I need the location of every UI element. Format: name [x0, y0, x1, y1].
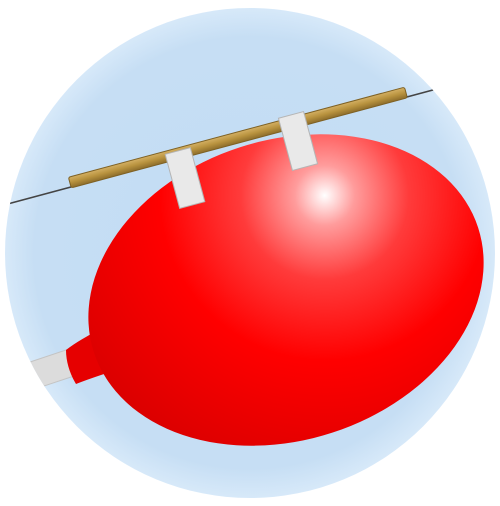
- balloon-rocket-illustration: [0, 0, 500, 506]
